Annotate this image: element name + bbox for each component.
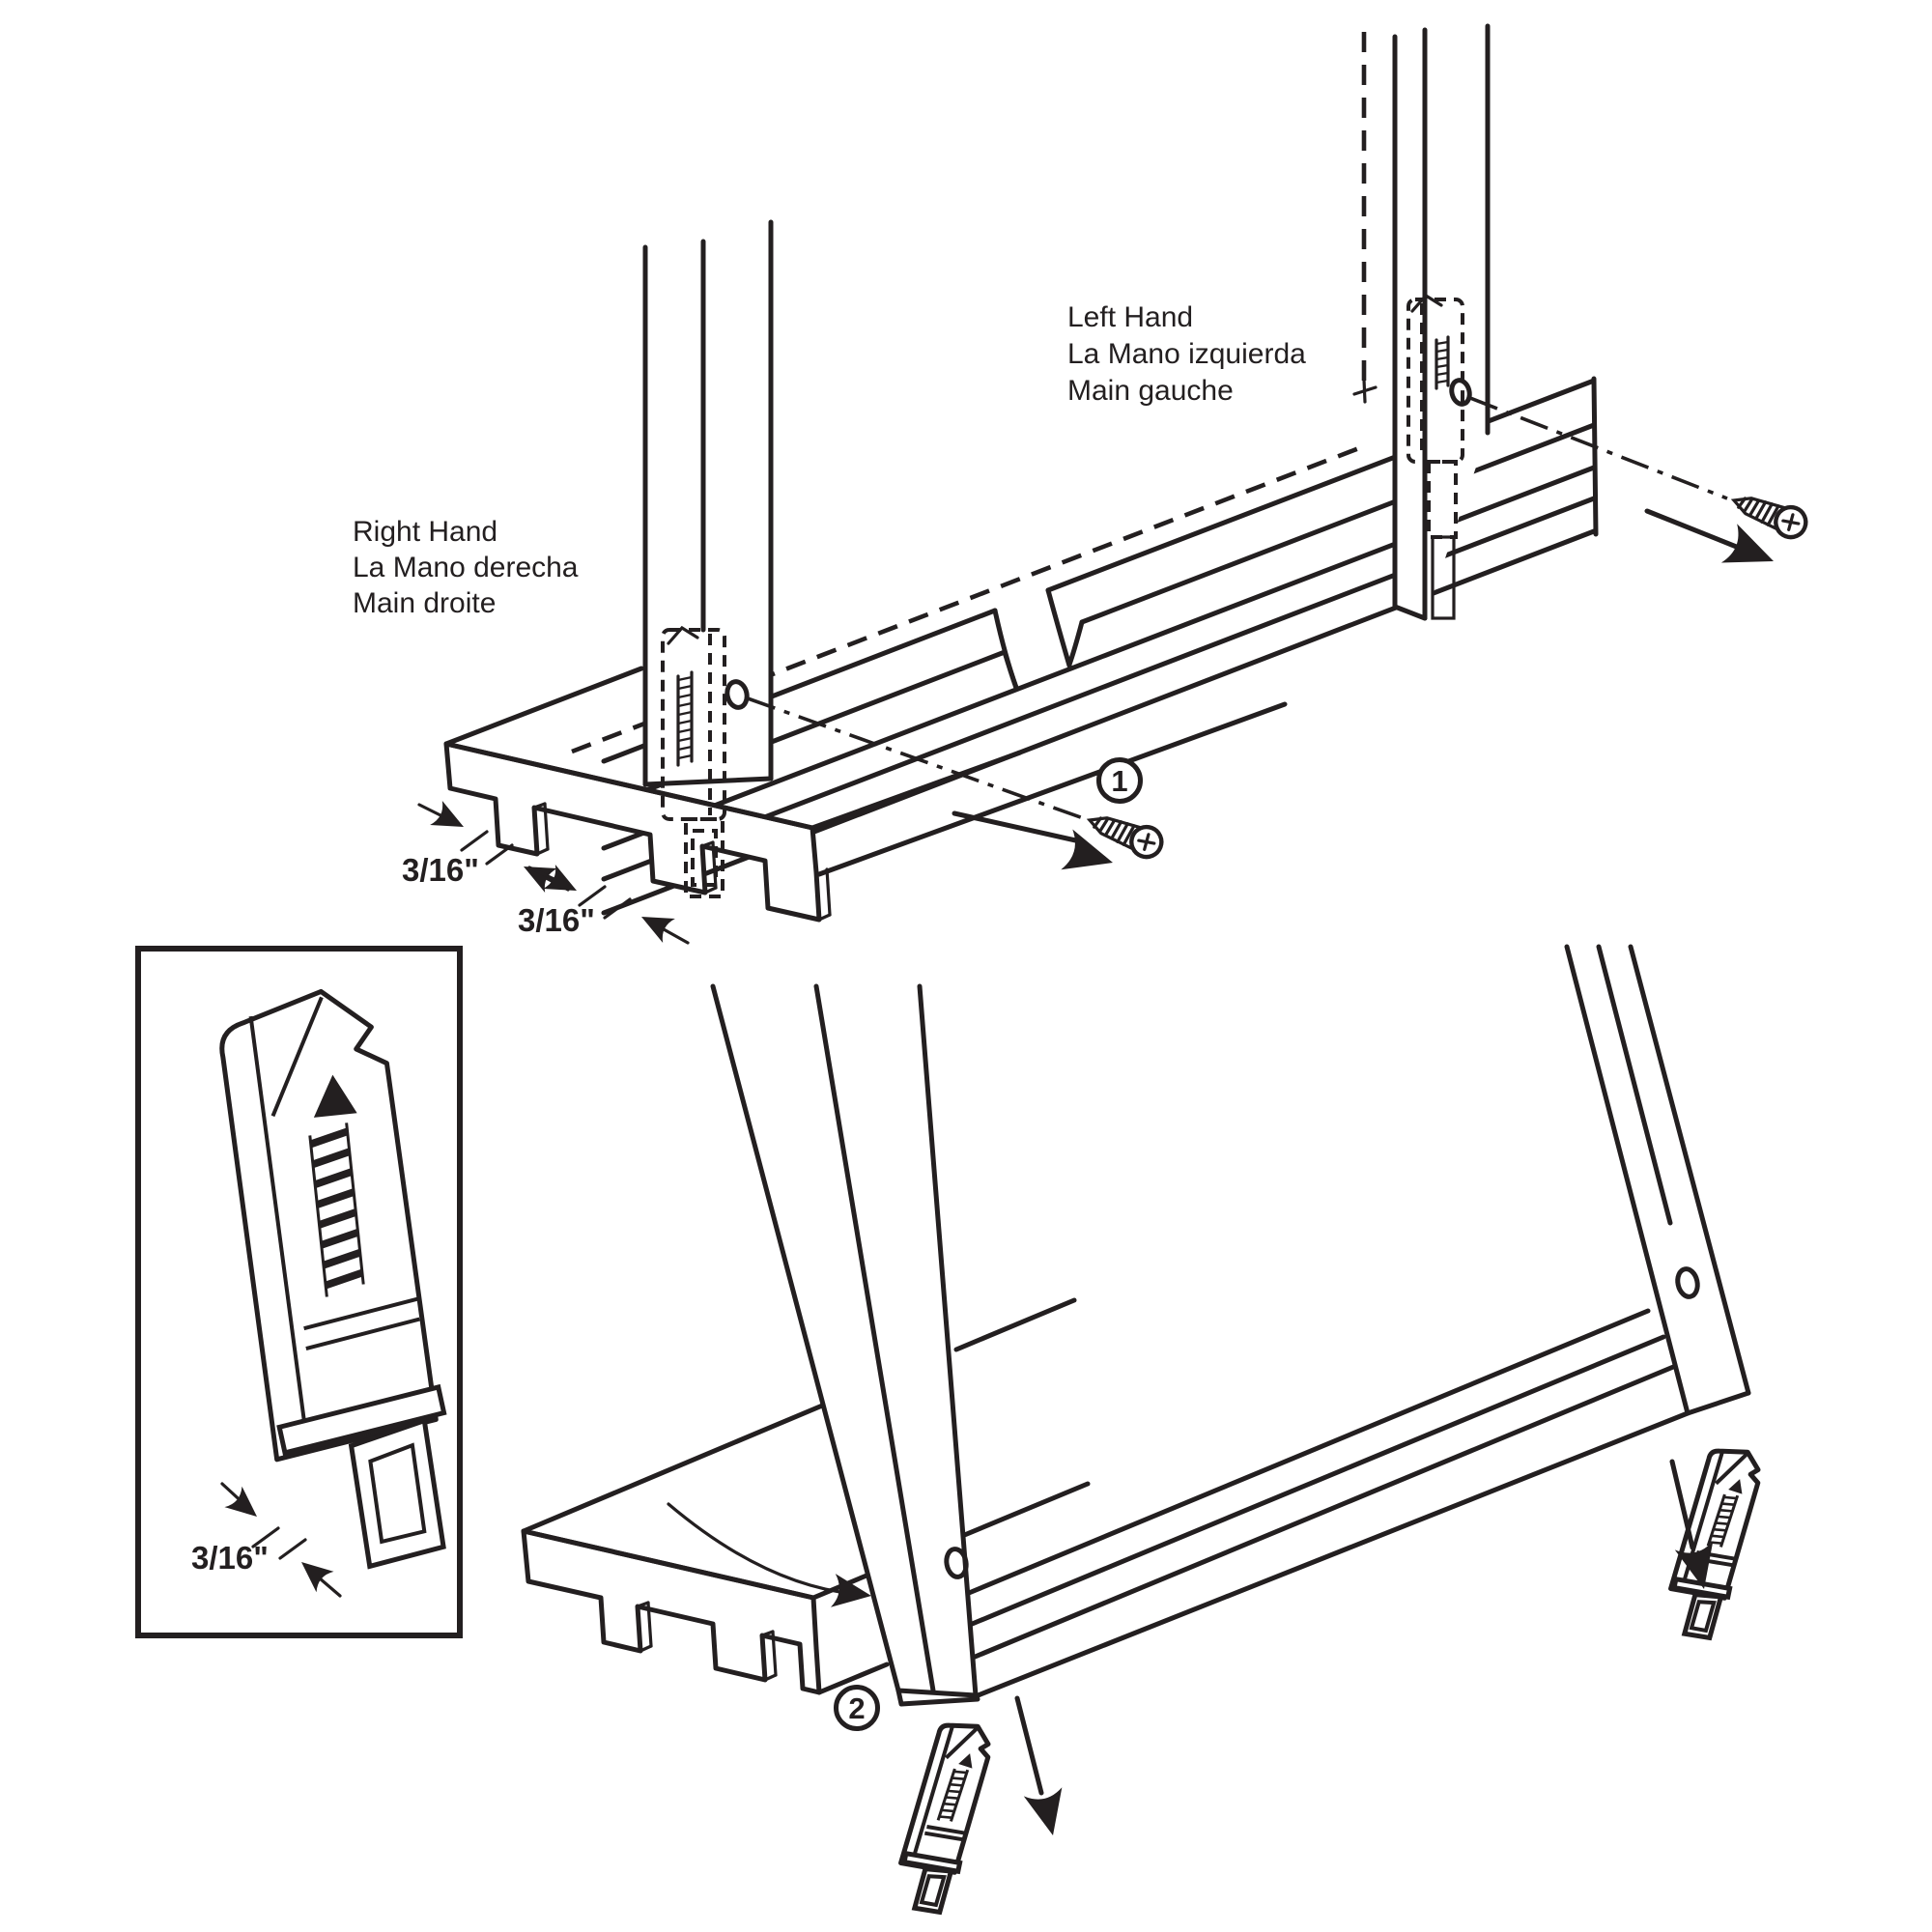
screw-hole [1449,378,1472,407]
frame-left-stile [642,219,774,787]
lower-frame-right-stile [1564,944,1751,1416]
latch-part [885,1716,1003,1918]
down-arrow-icon [1669,1459,1723,1594]
leader-line [747,696,1087,821]
step-2-marker: 2 [834,1685,880,1731]
left-hand-label-es: La Mano izquierda [1067,338,1306,370]
inset-detail-box: 3/16" [135,946,460,1638]
step-1-marker: 1 [1096,757,1143,804]
tilted-frame-stile [710,983,980,1707]
dimension-callout-2: 3/16" [518,864,690,945]
dimension-label: 3/16" [191,1540,269,1576]
frame-right-stile [1352,23,1491,621]
dimension-label: 3/16" [518,902,595,938]
dimension-callout-1: 3/16" [402,800,570,894]
screw-hole [724,679,750,710]
lower-assembly-diagram: 2 [521,944,1773,1918]
left-hand-label: Left Hand La Mano izquierda Main gauche [1067,301,1306,407]
step-1-number: 1 [1111,764,1127,798]
right-hand-label: Right Hand La Mano derecha Main droite [353,516,579,619]
right-hand-label-es: La Mano derecha [353,552,579,583]
sill-track-profile [443,666,1288,923]
left-hand-label-fr: Main gauche [1067,375,1234,407]
screw-hole [944,1547,969,1579]
top-assembly-diagram: 1 3/16" 3/16" Left Hand La Mano izquierd… [353,23,1810,945]
leader-line [1469,396,1728,500]
lower-frame-rail [966,1308,1690,1699]
track-profile [521,1297,1091,1695]
right-hand-latch-hidden [661,625,726,898]
dimension-label: 3/16" [402,852,479,888]
rotation-arrow-icon [667,1502,874,1613]
left-hand-label-en: Left Hand [1067,301,1193,333]
step-2-number: 2 [848,1691,865,1725]
install-arrow-icon [952,810,1119,883]
install-arrow-icon [1644,508,1782,582]
right-hand-label-fr: Main droite [353,587,496,619]
down-arrow-icon [1014,1695,1072,1840]
right-hand-label-en: Right Hand [353,516,497,548]
screw-hole [1675,1266,1700,1299]
inset-dimension-callout: 3/16" [191,1482,342,1598]
